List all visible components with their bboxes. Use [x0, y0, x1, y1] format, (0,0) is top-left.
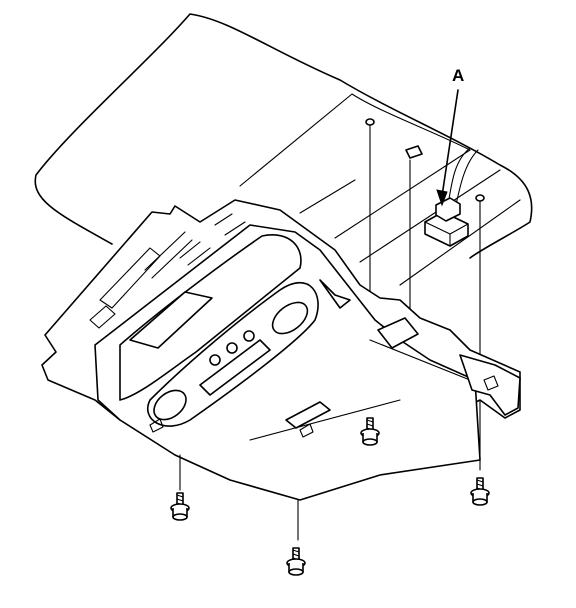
- screw-icon: [286, 547, 306, 576]
- console-end-bracket: [459, 354, 521, 416]
- console-control-panel: [119, 234, 471, 441]
- mounting-hole: [365, 118, 375, 126]
- roof-panel-edge: [239, 93, 471, 187]
- screw-icon: [170, 492, 190, 521]
- roof-panel-outline: [34, 13, 533, 259]
- switch-strip: [199, 339, 271, 396]
- roof-panel-edge-inner: [299, 149, 521, 286]
- display-window: [129, 291, 213, 349]
- arrow-icon: [436, 89, 459, 207]
- screw-icon: [470, 477, 490, 506]
- end-bracket-slot: [483, 375, 499, 391]
- callout-label-a: A: [452, 66, 465, 85]
- mounting-hole: [475, 194, 485, 202]
- clip-tab: [377, 317, 419, 349]
- screw-icon: [360, 417, 380, 446]
- lamp-lens-right: [271, 301, 309, 335]
- lamp-lens-left: [153, 389, 187, 421]
- mounting-slot: [405, 145, 423, 159]
- wire-harness-connector: [424, 197, 469, 247]
- bracket-slots: [89, 213, 246, 329]
- switch-button: [285, 401, 331, 429]
